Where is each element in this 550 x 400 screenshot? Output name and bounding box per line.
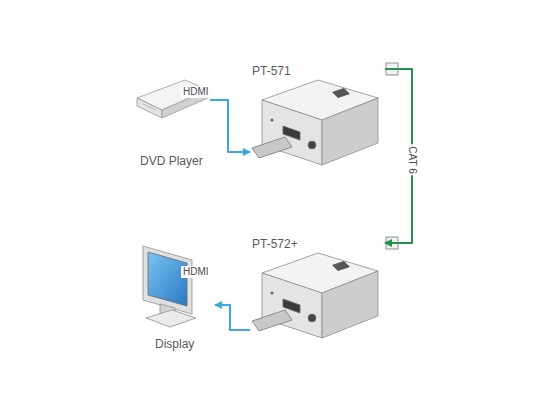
transmitter-drawing bbox=[252, 63, 398, 165]
receiver-drawing bbox=[252, 237, 398, 338]
receiver-unit: PT-572+ bbox=[250, 235, 385, 343]
cable-label: HDMI bbox=[181, 266, 211, 278]
cable-connector bbox=[215, 305, 250, 330]
device-label: DVD Player bbox=[140, 154, 203, 168]
cable-label: CAT 6 bbox=[406, 144, 418, 175]
device-label: Display bbox=[155, 337, 194, 351]
device-label: PT-572+ bbox=[252, 237, 298, 251]
transmitter-unit: PT-571 bbox=[250, 62, 385, 170]
display-device: Display bbox=[135, 235, 215, 353]
cable-connector bbox=[210, 100, 250, 152]
device-label: PT-571 bbox=[252, 64, 291, 78]
monitor-drawing bbox=[143, 246, 196, 327]
cable-label: HDMI bbox=[181, 86, 211, 98]
source-device: DVD Player bbox=[132, 70, 210, 170]
